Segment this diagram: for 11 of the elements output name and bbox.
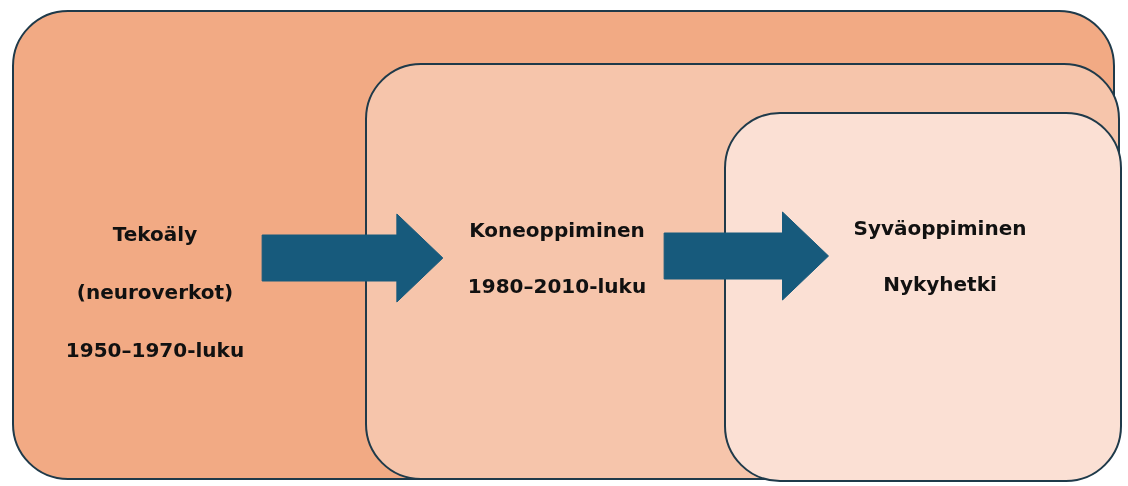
node-text: 1980–2010-luku [467,274,647,298]
rounded-panel [724,112,1122,482]
block-arrow [261,213,444,303]
node-text: 1950–1970-luku [65,338,245,362]
node-text: (neuroverkot) [76,280,234,304]
node-heading: Syväoppiminen [853,216,1027,240]
node-heading: Tekoäly [112,222,198,246]
rounded-panel [365,63,1120,480]
block-arrow [663,211,829,301]
node-heading: Koneoppiminen [469,218,645,242]
node-text: Nykyhetki [883,272,997,296]
